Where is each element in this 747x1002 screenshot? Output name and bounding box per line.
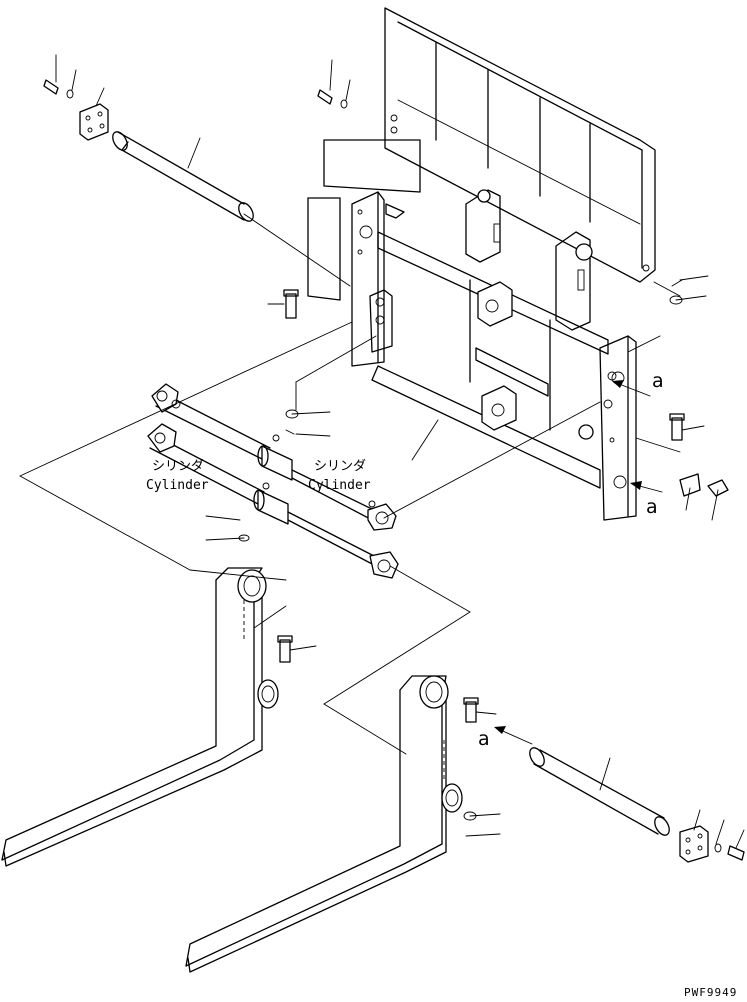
cylinder-label-en-right: Cylinder (308, 478, 371, 493)
lower-right-shaft (529, 747, 670, 836)
left-clevis (369, 289, 393, 353)
upper-left-bracket (43, 79, 109, 141)
carriage-frame (351, 191, 637, 521)
upper-hooks (465, 189, 593, 331)
cylinders (147, 383, 399, 579)
view-marker-a-middle: a (646, 496, 658, 518)
upper-left-pin (283, 289, 299, 319)
side-tag-and-knob (679, 473, 729, 497)
leader-lines (55, 54, 745, 849)
right-side-plates (603, 371, 617, 409)
load-backrest (384, 7, 656, 283)
view-marker-a-lower: a (478, 728, 490, 750)
cylinder-label-en-left: Cylinder (146, 478, 209, 493)
view-arrows (494, 380, 663, 745)
left-fork (1, 567, 279, 867)
cylinder-label-jp-left: シリンダ (152, 459, 205, 474)
lower-right-bracket (679, 825, 745, 863)
top-middle-bolts (317, 89, 348, 109)
cylinder-label-jp-right: シリンダ (314, 459, 367, 474)
cylinder-mount-blocks (469, 279, 594, 440)
upper-left-shaft (112, 131, 254, 222)
right-fork (185, 675, 463, 973)
drawing-code: PWF9949 (684, 986, 738, 999)
view-marker-a-upper: a (652, 370, 664, 392)
assembly-guide-lines (19, 213, 681, 755)
shim-plates (307, 139, 421, 301)
